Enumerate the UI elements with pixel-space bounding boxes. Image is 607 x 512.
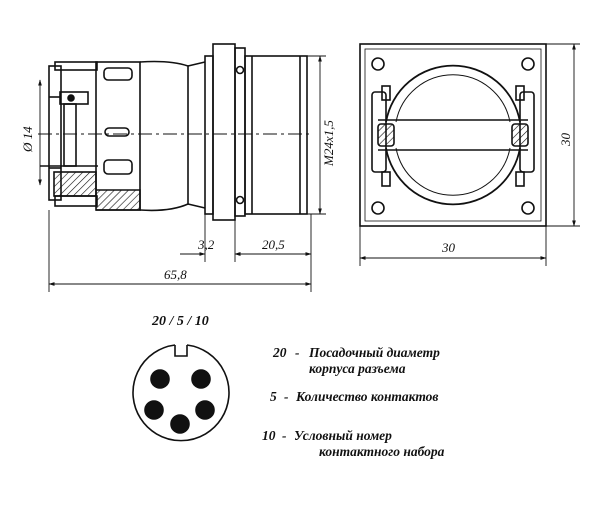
legend-item-3-line2: контактного набора [319,444,445,459]
legend-item-2-dash: - [284,389,289,404]
front-view-dimensions [359,43,580,266]
dim-thread: M24x1,5 [321,120,336,167]
side-view [38,43,312,221]
connector-code: 20 / 5 / 10 [152,314,209,329]
legend-item-1-line2: корпуса разъема [309,361,406,376]
legend-item-1-dash: - [295,345,300,360]
legend-item-1-number: 20 [273,345,287,360]
dim-3-2: 3,2 [197,237,215,252]
pin-layout [132,344,230,442]
side-view-dimensions [38,55,326,292]
dim-side-30: 30 [558,133,573,148]
legend-item-2-number: 5 [270,389,277,404]
legend-item-3-number: 10 [262,428,276,443]
legend-item-3-line1: Условный номер [294,428,392,443]
dim-20-5: 20,5 [262,237,285,252]
legend-item-2-text: Количество контактов [296,389,439,404]
dim-width-30: 30 [441,240,456,255]
dim-diameter: Ø 14 [20,126,35,153]
legend-item-1-line1: Посадочный диаметр [309,345,440,360]
front-view [359,43,547,227]
legend-item-3-dash: - [282,428,287,443]
dim-65-8: 65,8 [164,267,187,282]
